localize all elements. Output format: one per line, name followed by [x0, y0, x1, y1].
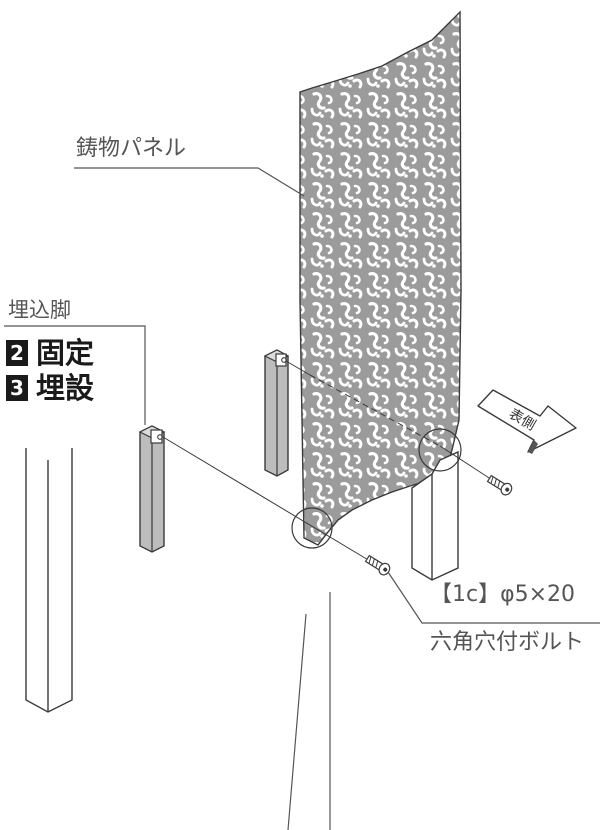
bolt-axis-lines [162, 360, 504, 568]
bolt-rear [486, 474, 513, 496]
bolt-spec-label: 【1c】φ5×20 [430, 582, 576, 607]
cast-panel [299, 10, 462, 546]
front-side-arrow: 表側 [477, 389, 577, 454]
step-fix: 2 固定 [6, 339, 94, 368]
step-badge: 3 [6, 375, 28, 401]
step-badge: 2 [6, 340, 28, 366]
step-label: 固定 [36, 336, 95, 370]
right-post [411, 450, 459, 581]
detail-circle-front [291, 507, 333, 549]
step-bury: 3 埋設 [6, 374, 94, 403]
center-leg [263, 349, 290, 477]
step-label: 埋設 [36, 371, 95, 405]
bolt-front [364, 554, 391, 576]
panel-label: 鋳物パネル [76, 136, 187, 161]
detail-circle-rear [418, 428, 462, 472]
left-leg [138, 425, 166, 553]
leg-label: 埋込脚 [8, 298, 71, 322]
left-post [25, 448, 73, 713]
bolt-name-label: 六角穴付ボルト [430, 630, 585, 655]
leader-lines [4, 167, 600, 830]
